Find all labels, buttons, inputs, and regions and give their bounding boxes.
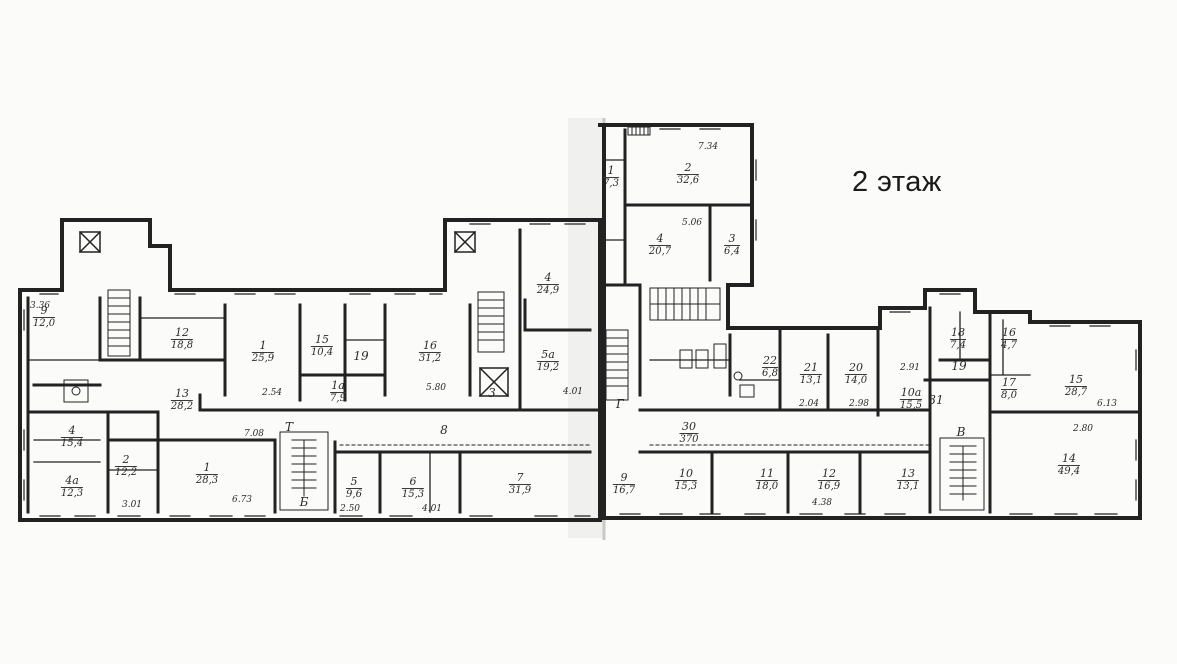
dimension-label: 2.98 xyxy=(848,399,870,409)
dimension-label: 7.34 xyxy=(697,142,719,152)
stair-b-label: Б xyxy=(299,495,309,509)
dimension-label: 3.36 xyxy=(29,301,51,311)
dimension-label: 4.01 xyxy=(421,504,443,514)
right-windows xyxy=(619,128,1137,515)
elevator-left-b xyxy=(453,230,477,254)
dimension-label: 6.13 xyxy=(1096,399,1118,409)
room-19-label: 19 xyxy=(951,359,967,373)
dimension-label: 2.50 xyxy=(339,504,361,514)
right-building-outline xyxy=(598,123,1142,520)
corridor-left-hatch xyxy=(139,359,591,446)
stair-v-label: В xyxy=(956,425,966,439)
room-31-label: 31 xyxy=(928,393,944,407)
dimension-label: 7.08 xyxy=(243,429,265,439)
dimension-label: 3.01 xyxy=(121,500,143,510)
left-inner-walls xyxy=(26,228,602,514)
dimension-label: 2.04 xyxy=(798,399,820,409)
stair-g-label: Г xyxy=(616,397,624,411)
left-building-outline xyxy=(18,218,602,522)
right-inner-walls xyxy=(602,128,1142,514)
corridor-8-label: 8 xyxy=(440,423,448,437)
dimension-label: 6.73 xyxy=(231,495,253,505)
stair-left-a xyxy=(107,289,131,357)
wc-fixtures-right xyxy=(679,343,755,398)
right-partitions xyxy=(603,159,1031,381)
room-19b-label: 19 xyxy=(353,349,369,363)
floor-title: 2 этаж xyxy=(852,166,942,198)
wc-fixtures-left xyxy=(63,379,89,403)
left-partitions xyxy=(27,317,431,513)
dimension-label: 4.38 xyxy=(811,498,833,508)
stair-right-a xyxy=(605,329,629,401)
dimension-label: 4.01 xyxy=(562,387,584,397)
stair-t-label: Т xyxy=(284,420,294,434)
stair-left-c xyxy=(477,291,505,353)
stair-right-b xyxy=(649,287,721,321)
dimension-label: 5.06 xyxy=(681,218,703,228)
elevator-left-a xyxy=(78,230,102,254)
dimension-label: 2.91 xyxy=(899,363,921,373)
stair-right-c xyxy=(939,437,985,511)
dimension-label: 2.54 xyxy=(261,388,283,398)
dimension-label: 2.80 xyxy=(1072,424,1094,434)
dimension-label: 5.80 xyxy=(425,383,447,393)
hatch-corner xyxy=(627,126,651,136)
room-3-label: 3 xyxy=(488,386,496,400)
left-windows xyxy=(23,223,591,517)
elevator-left-c xyxy=(478,366,510,398)
stair-left-b xyxy=(279,431,329,511)
